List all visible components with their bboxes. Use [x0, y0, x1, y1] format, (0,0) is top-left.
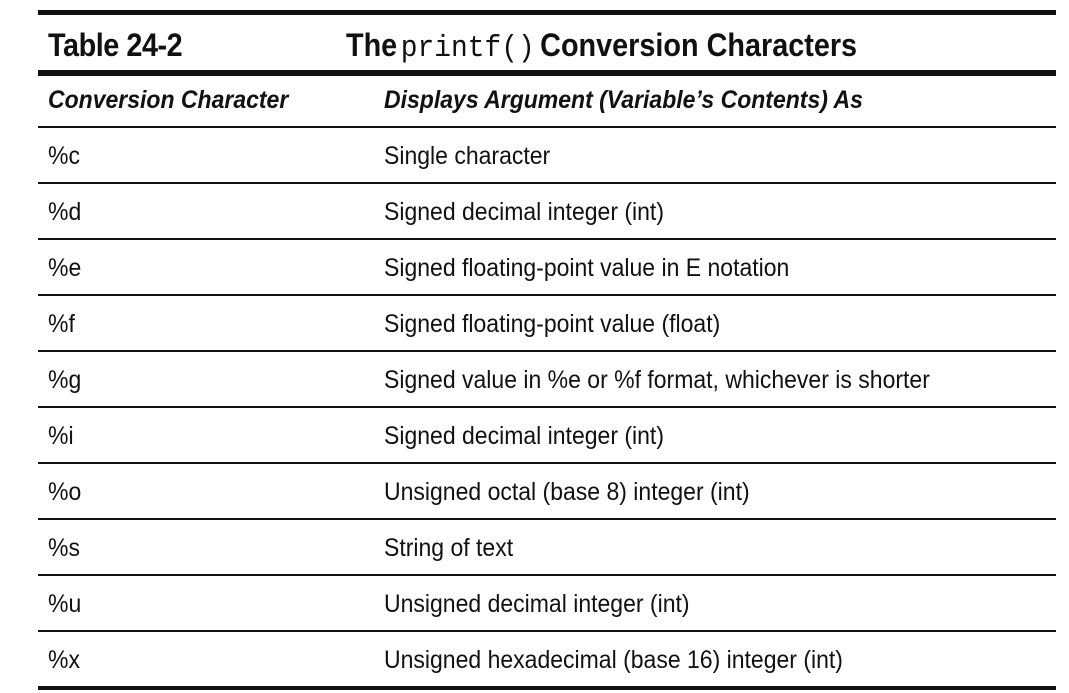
row-description: Single character: [384, 142, 551, 170]
table-row: %g Signed value in %e or %f format, whic…: [38, 352, 1056, 408]
row-description: Signed floating-point value (float): [384, 310, 721, 338]
table-row: %s String of text: [38, 520, 1056, 576]
table-title-prefix: The: [346, 27, 398, 63]
row-code: %i: [48, 422, 74, 450]
table-title-code: printf(): [400, 31, 535, 66]
table-title-suffix: Conversion Characters: [540, 27, 858, 63]
row-description: String of text: [384, 534, 514, 562]
row-description: Signed value in %e or %f format, whichev…: [384, 366, 930, 394]
row-code: %s: [48, 534, 80, 562]
header-conversion-character: Conversion Character: [48, 86, 289, 114]
table-header-row: Conversion Character Displays Argument (…: [38, 76, 1056, 128]
row-code: %x: [48, 646, 80, 674]
row-description: Unsigned decimal integer (int): [384, 590, 690, 618]
table-row: %d Signed decimal integer (int): [38, 184, 1056, 240]
table-row: %u Unsigned decimal integer (int): [38, 576, 1056, 632]
table-top-rule: [38, 10, 1056, 15]
row-code: %o: [48, 478, 82, 506]
row-description: Unsigned octal (base 8) integer (int): [384, 478, 750, 506]
row-code: %d: [48, 198, 82, 226]
header-displays-argument: Displays Argument (Variable’s Contents) …: [384, 86, 863, 114]
row-code: %u: [48, 590, 82, 618]
row-code: %f: [48, 310, 75, 338]
row-code: %g: [48, 366, 82, 394]
table-row: %f Signed floating-point value (float): [38, 296, 1056, 352]
row-code: %c: [48, 142, 80, 170]
table-row: %x Unsigned hexadecimal (base 16) intege…: [38, 632, 1056, 690]
row-description: Signed decimal integer (int): [384, 198, 664, 226]
table-number: Table 24-2: [48, 27, 183, 63]
row-code: %e: [48, 254, 82, 282]
row-description: Unsigned hexadecimal (base 16) integer (…: [384, 646, 843, 674]
table-row: %e Signed floating-point value in E nota…: [38, 240, 1056, 296]
table-row: %i Signed decimal integer (int): [38, 408, 1056, 464]
table-row: %o Unsigned octal (base 8) integer (int): [38, 464, 1056, 520]
row-description: Signed decimal integer (int): [384, 422, 664, 450]
row-description: Signed floating-point value in E notatio…: [384, 254, 790, 282]
table-row: %c Single character: [38, 128, 1056, 184]
